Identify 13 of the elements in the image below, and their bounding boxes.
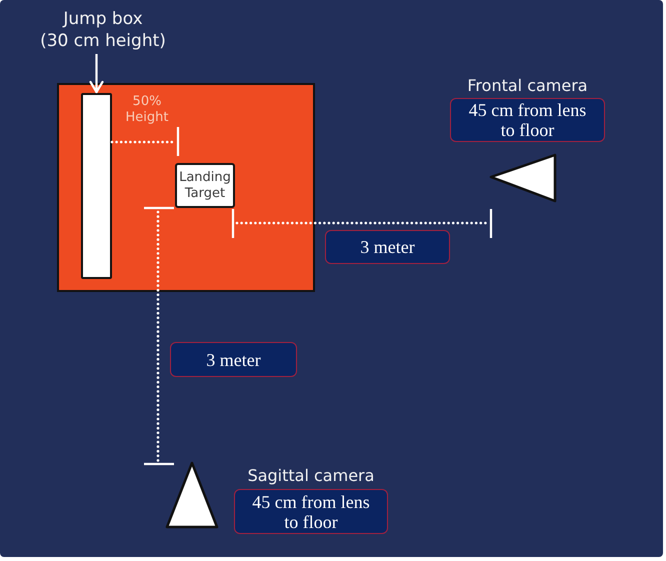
measurement-box: 3 meter bbox=[170, 342, 297, 377]
caption-text: Jump box bbox=[63, 9, 143, 29]
floor-area bbox=[57, 83, 315, 292]
info-box: 45 cm from lens to floor bbox=[450, 98, 605, 142]
target-box: Landing Target bbox=[175, 163, 235, 208]
measurement-box: 3 meter bbox=[325, 230, 450, 264]
camera-label: Frontal camera bbox=[467, 76, 588, 95]
dimension-label: 50% Height bbox=[124, 94, 170, 126]
info-box: 45 cm from lens to floor bbox=[234, 489, 388, 534]
caption-text: (30 cm height) bbox=[40, 31, 166, 51]
camera-label: Sagittal camera bbox=[248, 466, 374, 485]
jump-box-bar bbox=[81, 93, 112, 279]
arrow bbox=[89, 54, 104, 94]
